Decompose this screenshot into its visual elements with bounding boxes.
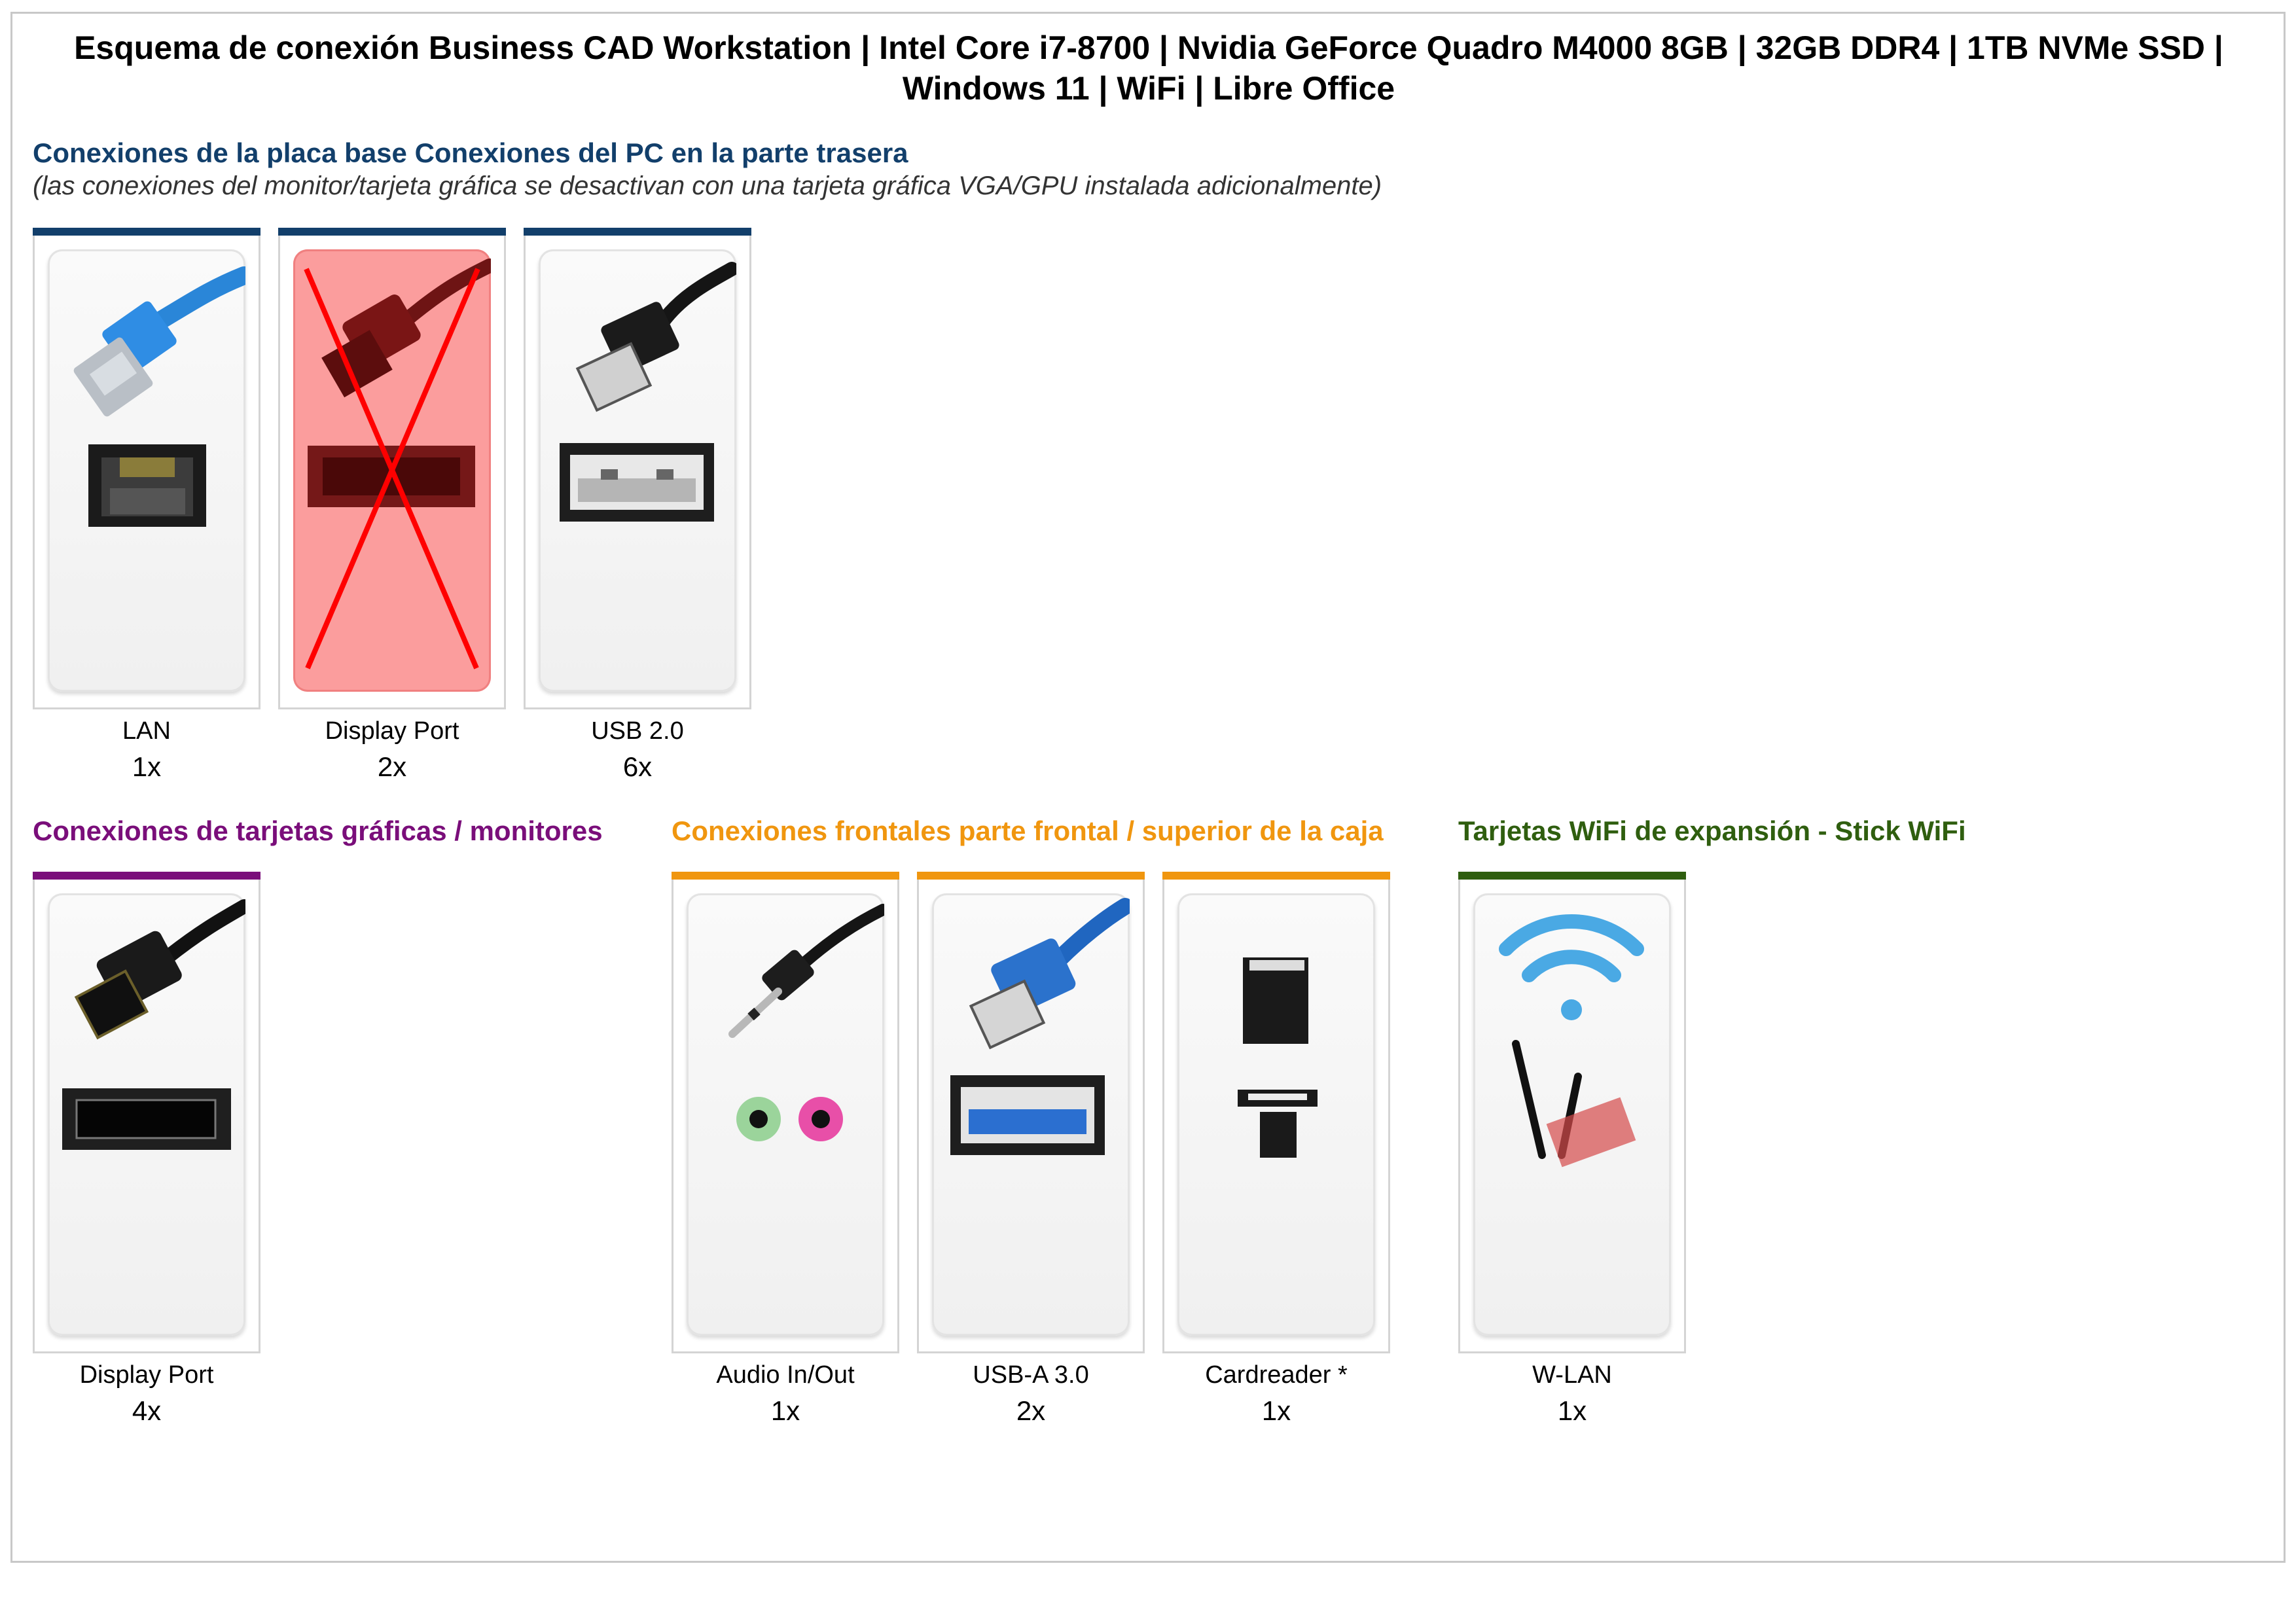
connector-label: W-LAN bbox=[1532, 1361, 1612, 1389]
card-top-bar bbox=[524, 228, 751, 236]
connector-count: 1x bbox=[132, 751, 162, 782]
usb-icon bbox=[539, 249, 736, 692]
connector-card-usb3 bbox=[917, 872, 1145, 1353]
connector-label: LAN bbox=[122, 717, 171, 745]
connector-label: Cardreader * bbox=[1205, 1361, 1348, 1389]
connector-label: Display Port bbox=[79, 1361, 214, 1389]
connector-label: USB 2.0 bbox=[591, 717, 684, 745]
card-top-bar bbox=[33, 228, 260, 236]
card-top-bar bbox=[278, 228, 506, 236]
section-motherboard-heading: Conexiones de la placa base Conexiones d… bbox=[33, 137, 908, 168]
connector-label: Audio In/Out bbox=[716, 1361, 855, 1389]
connector-card-displayport-disabled bbox=[278, 228, 506, 709]
audio-jack-icon bbox=[687, 893, 884, 1336]
sd-card-icon bbox=[1177, 893, 1375, 1336]
ethernet-icon bbox=[48, 249, 245, 692]
connector-card-usb2 bbox=[524, 228, 751, 709]
connector-count: 2x bbox=[377, 751, 407, 782]
connector-count: 1x bbox=[1557, 1395, 1587, 1426]
page-title: Esquema de conexión Business CAD Worksta… bbox=[74, 29, 2223, 107]
page-frame bbox=[10, 12, 2286, 1563]
card-top-bar bbox=[1458, 872, 1686, 880]
card-top-bar bbox=[672, 872, 899, 880]
connector-label: Display Port bbox=[325, 717, 459, 745]
connector-count: 2x bbox=[1016, 1395, 1046, 1426]
card-top-bar bbox=[1162, 872, 1390, 880]
usb3-icon bbox=[932, 893, 1130, 1336]
section-front-heading: Conexiones frontales parte frontal / sup… bbox=[672, 815, 1384, 846]
connector-card-wlan bbox=[1458, 872, 1686, 1353]
section-graphics-heading: Conexiones de tarjetas gráficas / monito… bbox=[33, 815, 603, 846]
connector-count: 4x bbox=[132, 1395, 162, 1426]
connector-card-cardreader bbox=[1162, 872, 1390, 1353]
connector-label: USB-A 3.0 bbox=[973, 1361, 1089, 1389]
section-motherboard-note: (las conexiones del monitor/tarjeta gráf… bbox=[33, 171, 1382, 200]
connector-card-lan bbox=[33, 228, 260, 709]
connector-count: 1x bbox=[1261, 1395, 1291, 1426]
wifi-icon bbox=[1473, 893, 1671, 1336]
connector-count: 6x bbox=[622, 751, 653, 782]
displayport-icon bbox=[293, 249, 491, 692]
displayport-icon bbox=[48, 893, 245, 1336]
section-wifi-heading: Tarjetas WiFi de expansión - Stick WiFi bbox=[1458, 815, 1966, 846]
card-top-bar bbox=[33, 872, 260, 880]
connector-count: 1x bbox=[770, 1395, 800, 1426]
connector-card-audio bbox=[672, 872, 899, 1353]
connector-card-displayport bbox=[33, 872, 260, 1353]
card-top-bar bbox=[917, 872, 1145, 880]
